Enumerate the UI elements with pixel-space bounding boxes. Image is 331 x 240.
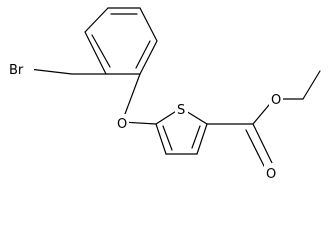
- carbonyl-oxygen-atom-label: O: [266, 167, 276, 182]
- benzene-double-bond-inner: [91, 34, 111, 68]
- ester-oxygen-atom-label: O: [271, 93, 281, 108]
- thiophene-ring: [155, 107, 208, 155]
- benzene-bond: [139, 40, 158, 75]
- carbonyl-oxygen-label-bg: [264, 163, 278, 180]
- thiophene-sulfur-atom-label: S: [177, 103, 185, 118]
- atom-labels: Br O S O O: [8, 60, 283, 182]
- carbonyl-double-bond: [245, 129, 266, 169]
- bromine-atom-label: Br: [9, 63, 24, 78]
- benzene-double-bond-inner: [135, 40, 151, 69]
- ethyl-ester-group: [206, 70, 321, 169]
- ester-oxygen-label-bg: [269, 91, 283, 108]
- benzene-bond: [84, 31, 107, 75]
- thiophene-bond-c4-c5: [155, 123, 167, 155]
- benzene-bond: [84, 7, 109, 33]
- ether-oxygen-atom-label: O: [117, 117, 127, 132]
- thiophene-sulfur-label-bg: [175, 101, 188, 117]
- carbonyl-double-bond: [252, 123, 273, 164]
- ch2-to-br-bond: [28, 68, 73, 75]
- benzene-ring: [84, 7, 158, 75]
- bromine-label-bg: [8, 60, 34, 78]
- thiophene-bond-c2-c3: [196, 123, 208, 155]
- benzene-bond: [139, 7, 158, 42]
- bromomethyl-group: [28, 68, 107, 75]
- ether-oxygen-label-bg: [115, 114, 129, 131]
- ch2-to-ch3-bond: [302, 70, 321, 100]
- chemical-structure-diagram: Br O S O O: [8, 7, 321, 182]
- thiophene-double-bond-inner: [191, 125, 201, 149]
- thiophene-double-bond-inner: [162, 125, 173, 151]
